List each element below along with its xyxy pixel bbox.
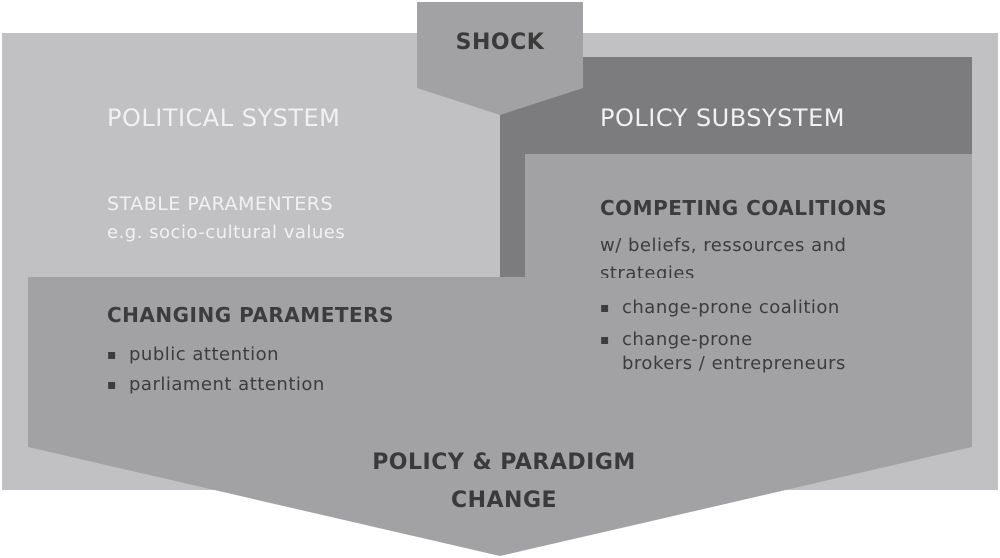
policy-change-label: POLICY & PARADIGM CHANGE <box>300 444 708 520</box>
list-item: change-prone brokers / entrepreneurs <box>600 328 846 376</box>
policy-change-arrow <box>28 154 972 556</box>
shock-arrow <box>417 2 583 115</box>
list-item: public attention <box>107 340 325 370</box>
list-item: change-prone coalition <box>600 296 846 320</box>
coalition-list: change-prone coalition change-prone brok… <box>600 296 846 384</box>
stable-parameters-title: STABLE PARAMENTERS <box>107 193 334 215</box>
list-item-text: parliament attention <box>129 374 325 395</box>
list-item-text: public attention <box>129 344 279 365</box>
changing-parameters-title: CHANGING PARAMETERS <box>107 303 394 327</box>
policy-subsystem-box <box>500 57 972 277</box>
list-item-text-continued: brokers / entrepreneurs <box>622 353 846 374</box>
policy-subsystem-title: POLICY SUBSYSTEM <box>600 104 845 132</box>
policy-change-label-line1: POLICY & PARADIGM <box>372 450 636 475</box>
stable-parameters-example: e.g. socio-cultural values <box>107 222 346 243</box>
shock-label: SHOCK <box>455 30 545 55</box>
list-item-text: change-prone <box>622 329 753 350</box>
political-system-title: POLITICAL SYSTEM <box>107 104 341 132</box>
policy-change-label-line2: CHANGE <box>450 488 558 513</box>
competing-coalitions-title: COMPETING COALITIONS <box>600 196 888 220</box>
changing-parameters-list: public attention parliament attention <box>107 340 325 400</box>
list-item-text: change-prone coalition <box>622 297 840 318</box>
competing-coalitions-description: w/ beliefs, ressources and strategies <box>600 235 847 278</box>
list-item: parliament attention <box>107 370 325 400</box>
